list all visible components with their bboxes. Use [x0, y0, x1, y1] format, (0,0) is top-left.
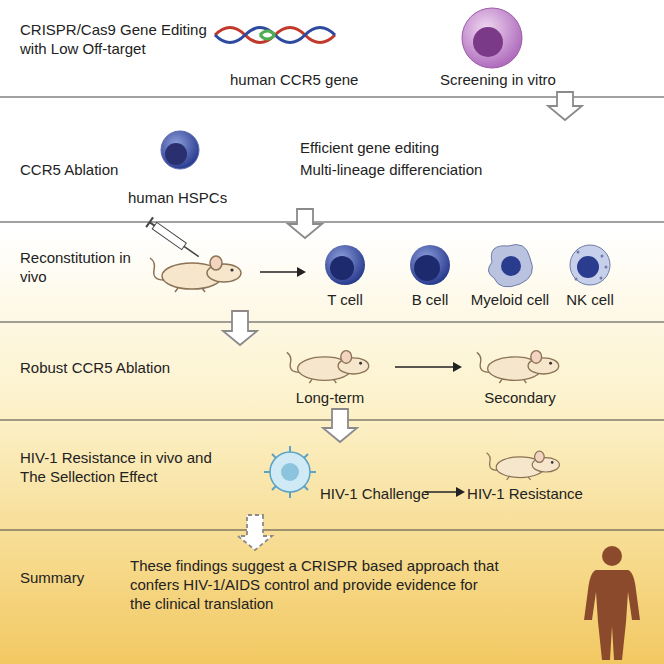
row-label: HIV-1 Resistance: [467, 484, 583, 503]
row-label: HIV-1 Challenge: [320, 484, 429, 503]
band-row: CCR5 Ablation human HSPCs Efficient gene e…: [0, 120, 664, 209]
row-heading: CRISPR/Cas9 Gene Editing with Low Off-ta…: [20, 20, 215, 58]
row-label: B cell: [412, 290, 449, 309]
row-label: These findings suggest a CRISPR based ap…: [130, 556, 500, 613]
band-row: Robust CCR5 AblationLong-term Secondary: [0, 345, 664, 409]
band-row: CRISPR/Cas9 Gene Editing with Low Off-ta…: [0, 0, 664, 92]
band-row: HIV-1 Resistance in vivo and The Sellect…: [0, 442, 664, 515]
row-label: NK cell: [566, 290, 614, 309]
flow-arrow: [223, 311, 257, 345]
flow-arrow: [323, 409, 357, 442]
row-label: Multi-lineage differenciation: [300, 160, 482, 179]
flow-arrow: [238, 515, 272, 550]
band-row: Reconstitution in vivo T cell B cell Myeloi…: [0, 238, 664, 311]
row-heading: Summary: [20, 568, 84, 587]
row-heading: CCR5 Ablation: [20, 160, 118, 179]
row-label: Secondary: [484, 388, 556, 407]
row-label: human CCR5 gene: [230, 70, 358, 89]
row-heading: HIV-1 Resistance in vivo and The Sellect…: [20, 448, 235, 486]
band-row: Summary These findings suggest a CRISPR b…: [0, 550, 664, 664]
row-label: T cell: [327, 290, 363, 309]
row-heading: Robust CCR5 Ablation: [20, 358, 170, 377]
flow-arrow: [288, 209, 322, 238]
row-label: human HSPCs: [128, 188, 227, 207]
row-label: Screening in vitro: [440, 70, 556, 89]
row-label: Myeloid cell: [471, 290, 549, 309]
row-label: Efficient gene editing: [300, 138, 439, 157]
flow-arrow: [548, 92, 582, 120]
row-heading: Reconstitution in vivo: [20, 248, 140, 286]
row-label: Long-term: [296, 388, 364, 407]
